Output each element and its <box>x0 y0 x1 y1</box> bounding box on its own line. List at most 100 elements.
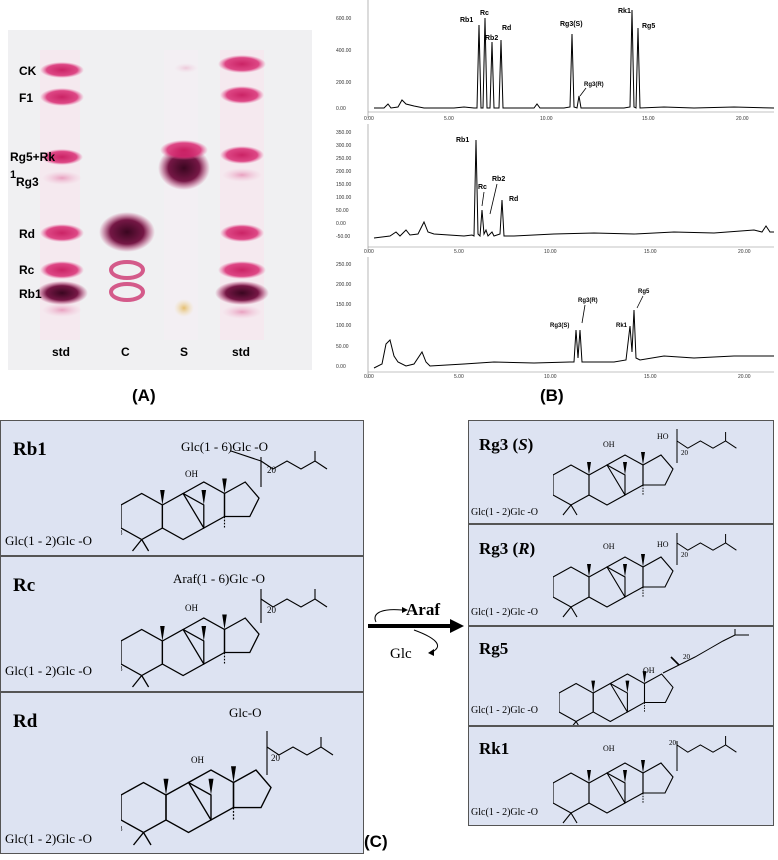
rk1-c20: 20 <box>669 739 677 747</box>
rg3r-name-italic: R <box>518 539 530 558</box>
c1-peak-rg3r: Rg3(R) <box>584 82 604 88</box>
c3-peak-rg5: Rg5 <box>638 289 650 295</box>
arrow-label-glc: Glc <box>390 646 412 662</box>
c3-ytick-3: 100.00 <box>336 323 352 329</box>
c3-peak-rk1: Rk1 <box>616 323 628 329</box>
rb1-skeleton: 3 20 OH <box>121 450 328 552</box>
transformation-arrow: Araf Glc <box>366 600 466 690</box>
rd-c20-substituent: Glc-O <box>229 705 262 720</box>
c1-xtick-2: 10.00 <box>540 116 553 122</box>
rg3s-name-italic: S <box>518 435 528 454</box>
c2-ytick-7: 0.00 <box>336 221 346 227</box>
c1-peak-rc: Rc <box>480 10 489 17</box>
svg-text:3: 3 <box>121 825 123 833</box>
compound-name-rg5: Rg5 <box>479 639 509 658</box>
rg3s-c20: 20 <box>681 449 689 457</box>
band-label-rd: Rd <box>19 227 35 241</box>
rb1-c3-substituent: Glc(1 - 2)Glc -O <box>5 533 92 548</box>
c2-ytick-5: 100.00 <box>336 195 352 201</box>
rg3s-name-end: ) <box>527 435 534 454</box>
structure-box-rg3s: Rg3 (S) Glc(1 - 2)Glc -O 3 OH HO 20 <box>468 420 774 524</box>
c3-ytick-2: 150.00 <box>336 302 352 308</box>
structure-box-rb1: Rb1 Glc(1 - 6)Glc -O Glc(1 - 2)Glc -O 3 … <box>0 420 364 556</box>
c1-peak-rb1: Rb1 <box>460 17 473 24</box>
c2-xtick-4: 20.00 <box>738 249 751 255</box>
rg5-c20: 20 <box>683 653 691 661</box>
rc-c20-number: 20 <box>267 605 277 615</box>
rc-c3-substituent: Glc(1 - 2)Glc -O <box>5 663 92 678</box>
rc-skeleton: 3 20 OH <box>121 588 328 688</box>
c2-xtick-2: 10.00 <box>544 249 557 255</box>
c3-ytick-5: 0.00 <box>336 364 346 370</box>
c3-ytick-1: 200.00 <box>336 282 352 288</box>
rg3s-oh: OH <box>603 440 615 449</box>
lane-label-std-2: std <box>232 345 250 359</box>
compound-name-rb1: Rb1 <box>13 439 47 460</box>
chromatogram-1: 600.00 400.00 200.00 0.00 0.00 5.00 10.0… <box>336 0 775 122</box>
rg3r-ho: HO <box>657 540 669 549</box>
c1-xtick-3: 15.00 <box>642 116 655 122</box>
lane-label-s: S <box>180 345 188 359</box>
c2-ytick-2: 250.00 <box>336 156 352 162</box>
arrow-label-araf: Araf <box>406 600 440 619</box>
rg5-c3-substituent: Glc(1 - 2)Glc -O <box>471 705 538 716</box>
compound-name-rk1: Rk1 <box>479 739 510 758</box>
rd-c20-number: 20 <box>271 753 281 763</box>
c3-xtick-0: 0.00 <box>364 374 374 380</box>
band-label-rk-suffix: 1 <box>10 169 16 181</box>
rg3s-c3-substituent: Glc(1 - 2)Glc -O <box>471 507 538 518</box>
rg3r-c3-substituent: Glc(1 - 2)Glc -O <box>471 607 538 618</box>
c1-peak-rg5: Rg5 <box>642 23 655 30</box>
c1-ytick-0: 600.00 <box>336 16 352 22</box>
rb1-c20-substituent: Glc(1 - 6)Glc -O <box>181 439 268 454</box>
c3-peak-rg3r: Rg3(R) <box>578 298 598 304</box>
rd-skeleton: 3 20 OH <box>121 731 334 846</box>
band-label-rc: Rc <box>19 263 35 277</box>
c1-peak-rd: Rd <box>502 25 511 32</box>
rg3s-skeleton: 3 OH HO 20 <box>553 429 737 516</box>
lane-label-std-1: std <box>52 345 70 359</box>
c1-ytick-1: 400.00 <box>336 48 352 54</box>
svg-text:3: 3 <box>121 665 123 673</box>
structure-box-rd: Rd Glc-O Glc(1 - 2)Glc -O 3 20 OH <box>0 692 364 854</box>
c3-xtick-2: 10.00 <box>544 374 557 380</box>
c1-xtick-1: 5.00 <box>444 116 454 122</box>
rk1-oh: OH <box>603 744 615 753</box>
c2-xtick-1: 5.00 <box>454 249 464 255</box>
band-label-ck: CK <box>19 64 37 78</box>
chromatogram-2: 350.00 300.00 250.00 200.00 150.00 100.0… <box>336 124 774 255</box>
rg3r-oh: OH <box>603 542 615 551</box>
band-label-rg5-rk: Rg5+Rk <box>10 150 55 164</box>
c1-peak-rk1: Rk1 <box>618 8 631 15</box>
panel-a-letter: (A) <box>132 386 156 405</box>
rb1-c20-number: 20 <box>267 465 277 475</box>
structure-box-rg3r: Rg3 (R) Glc(1 - 2)Glc -O 3 OH HO 20 <box>468 524 774 626</box>
tlc-panel: CK F1 Rg5+Rk 1 Rg3 Rd Rc Rb1 std C S std <box>8 30 312 370</box>
c3-xtick-4: 20.00 <box>738 374 751 380</box>
hplc-chromatograms: 600.00 400.00 200.00 0.00 0.00 5.00 10.0… <box>334 0 778 380</box>
rg3s-name-main: Rg3 ( <box>479 435 519 454</box>
tlc-plate: CK F1 Rg5+Rk 1 Rg3 Rd Rc Rb1 std C S std <box>8 30 312 370</box>
band-label-rg3: Rg3 <box>16 175 39 189</box>
c1-trace <box>374 9 775 109</box>
rb1-oh-label: OH <box>185 469 198 479</box>
rg5-skeleton: 3 OH 20 <box>559 629 749 725</box>
band-label-rb1: Rb1 <box>19 287 42 301</box>
c2-xtick-3: 15.00 <box>644 249 657 255</box>
rg3r-skeleton: 3 OH HO 20 <box>553 533 737 618</box>
c2-trace <box>373 139 774 239</box>
c2-ytick-1: 300.00 <box>336 143 352 149</box>
compound-name-rc: Rc <box>13 575 36 596</box>
band-label-f1: F1 <box>19 91 33 105</box>
c1-peak-rb2: Rb2 <box>485 35 498 42</box>
rc-oh-label: OH <box>185 603 198 613</box>
c3-xtick-1: 5.00 <box>454 374 464 380</box>
rd-oh-label: OH <box>191 755 204 765</box>
rk1-skeleton: 3 OH 20 <box>553 735 737 824</box>
c3-ytick-0: 250.00 <box>336 262 352 268</box>
compound-name-rg3s: Rg3 (S) <box>479 435 533 455</box>
c2-peak-rb1: Rb1 <box>456 137 469 144</box>
rg3r-name-end: ) <box>529 539 536 558</box>
c2-ytick-0: 350.00 <box>336 130 352 136</box>
c2-peak-rd: Rd <box>509 196 518 203</box>
